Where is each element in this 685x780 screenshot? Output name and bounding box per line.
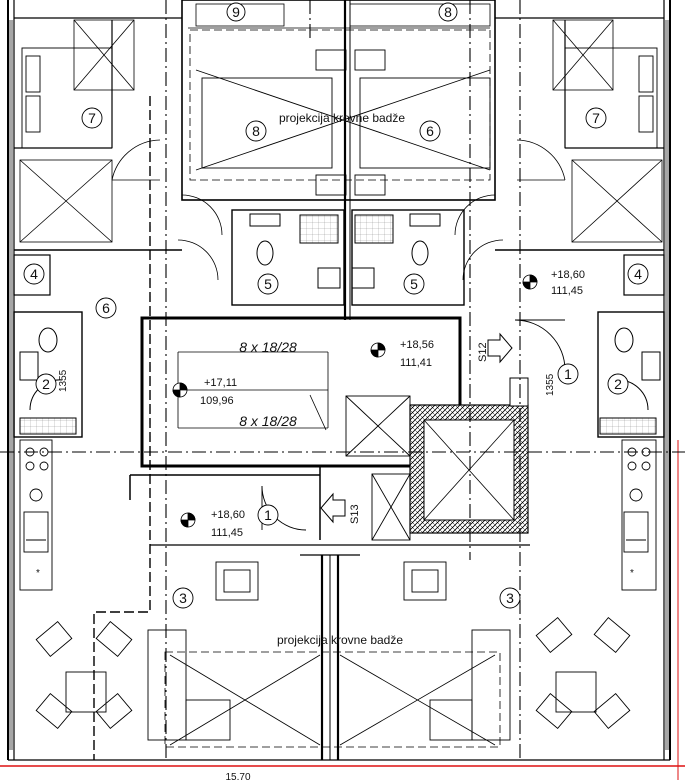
ventilation-shafts	[345, 395, 411, 541]
room-6-mid: 6	[426, 123, 434, 139]
room-4-right: 4	[634, 266, 642, 282]
room-8-mid: 8	[252, 123, 260, 139]
armchairs	[215, 561, 447, 601]
bathrooms-center	[231, 209, 465, 306]
elevator-shaft	[409, 377, 529, 534]
bathroom-left	[13, 311, 83, 438]
room-number-circles	[23, 2, 649, 609]
stair-lower-label: 8 x 18/28	[239, 413, 297, 429]
left-window-strip	[9, 20, 13, 750]
room-6-left: 6	[102, 300, 110, 316]
room-4-left: 4	[30, 266, 38, 282]
kitchen-right	[621, 439, 657, 591]
level-marker-icons	[172, 274, 538, 528]
landing-level-abs: 111,41	[400, 357, 432, 369]
top-structure	[14, 0, 664, 320]
bottom-dim-label: 15,70	[225, 772, 250, 780]
svg-text:*: *	[36, 568, 40, 579]
storage-rooms	[13, 254, 665, 296]
stair-mid-level: +17,11	[204, 377, 237, 389]
corridor-right-level: +18,60	[551, 269, 585, 281]
roof-projection-bottom-outline	[164, 651, 501, 748]
shaft-s12-label: S12	[477, 342, 489, 362]
roof-projection-bottom-label: projekcija krovne badže	[277, 633, 403, 647]
room-3-left: 3	[179, 590, 187, 606]
dim-left-label: 1355	[58, 369, 69, 392]
kitchen-left	[19, 439, 53, 591]
room-1-right: 1	[564, 366, 572, 382]
dim-right-label: 1355	[545, 373, 556, 396]
room-numbers: 9 8 7 8 6 7 4 4 6 5 5 2 2 1 1 3 3	[30, 4, 642, 606]
axis-lines	[0, 0, 685, 760]
bottom-structure	[150, 544, 530, 760]
room-8-top: 8	[444, 4, 452, 20]
bed-middle	[195, 49, 491, 196]
room-7-right: 7	[592, 110, 600, 126]
stair-mid-level-abs: 109,96	[200, 395, 234, 407]
wardrobe-left	[19, 19, 135, 243]
plan-labels: projekcija krovne badže projekcija krovn…	[58, 111, 556, 780]
room-5-right: 5	[410, 276, 418, 292]
exterior-walls	[7, 0, 671, 761]
dining-sets	[35, 616, 631, 730]
room-1-stair: 1	[264, 507, 272, 523]
stair-core	[129, 316, 462, 540]
corridor-left-level: +18,60	[211, 509, 245, 521]
room-2-left: 2	[42, 376, 50, 392]
level-values: +18,56 111,41 +17,11 109,96 +18,60 111,4…	[200, 269, 585, 539]
apartment-boundary	[93, 96, 151, 760]
bed-left	[21, 47, 113, 149]
roof-projection-top-outline	[189, 29, 491, 181]
radiator-marks: * *	[36, 568, 634, 579]
room-7-left: 7	[88, 110, 96, 126]
room-5-left: 5	[264, 276, 272, 292]
wardrobe-right	[552, 19, 663, 243]
corridor-right-level-abs: 111,45	[551, 285, 583, 297]
shaft-s13-label: S13	[349, 504, 361, 524]
corridor-left-level-abs: 111,45	[211, 527, 243, 539]
roof-projection-top-label: projekcija krovne badže	[279, 111, 405, 125]
room-2-right: 2	[614, 376, 622, 392]
svg-text:*: *	[630, 568, 634, 579]
bathroom-right	[597, 311, 665, 438]
stair-upper-label: 8 x 18/28	[239, 339, 297, 355]
room-3-right: 3	[506, 590, 514, 606]
right-window-strip	[665, 20, 669, 750]
room-9-top: 9	[232, 4, 240, 20]
shaft-arrows	[320, 332, 513, 524]
sofas	[147, 629, 511, 741]
bed-right	[564, 47, 658, 149]
landing-level: +18,56	[400, 339, 434, 351]
